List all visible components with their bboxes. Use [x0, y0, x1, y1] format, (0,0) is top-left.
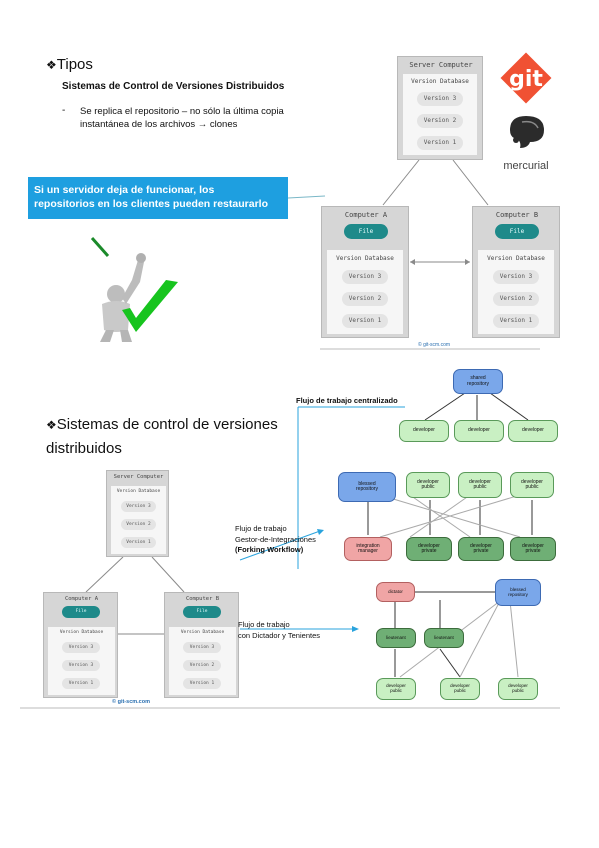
- credit-1: © git-scm.com: [418, 342, 451, 348]
- lieutenant-node: lieutenant: [424, 628, 464, 648]
- thumbs-up-figure-icon: [90, 237, 178, 342]
- computer-b-small: Computer B File Version Database Version…: [164, 592, 239, 698]
- lieutenant-node: lieutenant: [376, 628, 416, 648]
- callout-banner: Si un servidor deja de funcionar, los re…: [28, 177, 288, 219]
- label-integration: Flujo de trabajo Gestor-de-Integraciones…: [235, 524, 316, 554]
- credit-2: © git-scm.com: [112, 699, 150, 705]
- label-dictator: Flujo de trabajo con Dictador y Teniente…: [238, 620, 320, 640]
- slide2-connectors: [20, 392, 560, 709]
- heading-distribuidos: ❖Sistemas de control de versiones distri…: [46, 416, 278, 457]
- diamond-bullet-icon: ❖: [46, 58, 57, 72]
- git-logo: git: [500, 52, 552, 104]
- mercurial-label: mercurial: [503, 160, 549, 172]
- computer-a: Computer A File Version Database Version…: [321, 206, 409, 338]
- server-computer-small: Server Computer Version Database Version…: [106, 470, 169, 557]
- computer-b: Computer B File Version Database Version…: [472, 206, 560, 338]
- label-centralized: Flujo de trabajo centralizado: [296, 396, 398, 405]
- server-version-db: Version Database Version 3 Version 2 Ver…: [403, 74, 477, 155]
- svg-text:git: git: [509, 67, 543, 92]
- computer-a-small: Computer A File Version Database Version…: [43, 592, 118, 698]
- server-computer: Server Computer Version Database Version…: [397, 56, 483, 160]
- bullet-text: Se replica el repositorio – no sólo la ú…: [80, 106, 284, 130]
- developer-node: developer: [454, 420, 504, 442]
- version-pill: Version 1: [417, 136, 463, 150]
- server-title: Server Computer: [409, 61, 473, 69]
- diagram-connectors: [287, 159, 540, 350]
- diamond-bullet-icon: ❖: [46, 418, 57, 432]
- version-pill: Version 2: [417, 114, 463, 128]
- heading-tipos: ❖Tipos: [46, 56, 93, 73]
- developer-node: developer: [508, 420, 558, 442]
- file-pill: File: [344, 224, 388, 239]
- dictator-node: dictator: [376, 582, 415, 602]
- version-pill: Version 3: [417, 92, 463, 106]
- mercurial-logo: [510, 116, 544, 148]
- subheading: Sistemas de Control de Versiones Distrib…: [62, 81, 285, 92]
- bullet-marker: -: [62, 105, 66, 116]
- file-pill: File: [495, 224, 539, 239]
- developer-node: developer: [399, 420, 449, 442]
